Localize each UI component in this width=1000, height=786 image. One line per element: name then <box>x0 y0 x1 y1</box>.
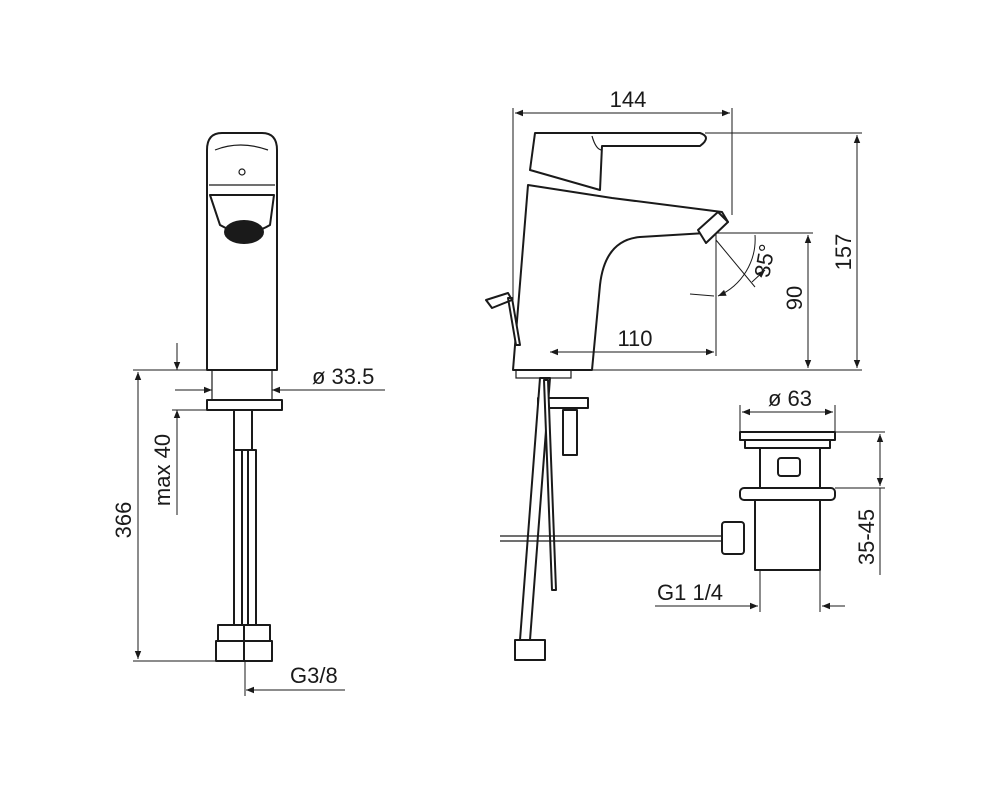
dim-height: 157 <box>831 234 856 271</box>
front-body <box>206 132 278 371</box>
side-body <box>512 184 729 371</box>
aerator <box>224 220 264 244</box>
dim-spout-reach: 110 <box>617 326 652 351</box>
dim-connection: G3/8 <box>290 663 338 688</box>
hose-nut-left-top <box>217 624 245 642</box>
popup-lever <box>485 292 521 346</box>
side-aerator <box>697 211 729 244</box>
front-base-plate <box>206 399 283 411</box>
front-stud <box>233 409 253 451</box>
drain-body <box>754 499 821 571</box>
dim-spout-height: 90 <box>782 286 807 310</box>
dim-drain-thread: G1 1/4 <box>657 580 723 605</box>
front-lever-top <box>209 144 275 186</box>
dim-body-diameter: ø 33.5 <box>312 364 374 389</box>
hose-nut-right-top <box>243 624 271 642</box>
side-lever <box>529 132 707 191</box>
dim-total-height: 366 <box>111 502 136 539</box>
drain-view: ø 63 35-45 G1 1/4 <box>500 386 885 612</box>
dim-drain-thickness: 35-45 <box>854 509 879 565</box>
front-indicator <box>238 168 246 176</box>
side-hose-nut <box>514 639 546 661</box>
dim-angle-arc <box>751 269 766 283</box>
popup-rod <box>543 379 557 591</box>
drain-locknut <box>739 487 836 501</box>
hose-nut-right <box>243 640 273 662</box>
hose-left <box>233 449 243 626</box>
dim-depth: 144 <box>610 87 647 112</box>
hose-right <box>247 449 257 626</box>
front-view: 366 max 40 ø 33.5 G3/8 <box>111 132 385 696</box>
dim-spout-angle: 35° <box>749 242 779 279</box>
front-shank <box>211 369 273 401</box>
dim-drain-diameter: ø 63 <box>768 386 812 411</box>
hose-nut-left <box>215 640 245 662</box>
drain-slot <box>777 457 801 477</box>
dim-max-deck: max 40 <box>150 434 175 506</box>
drain-cap <box>739 431 836 441</box>
drain-rod-nut <box>721 521 745 555</box>
side-view: 144 157 90 110 35° <box>485 87 862 661</box>
